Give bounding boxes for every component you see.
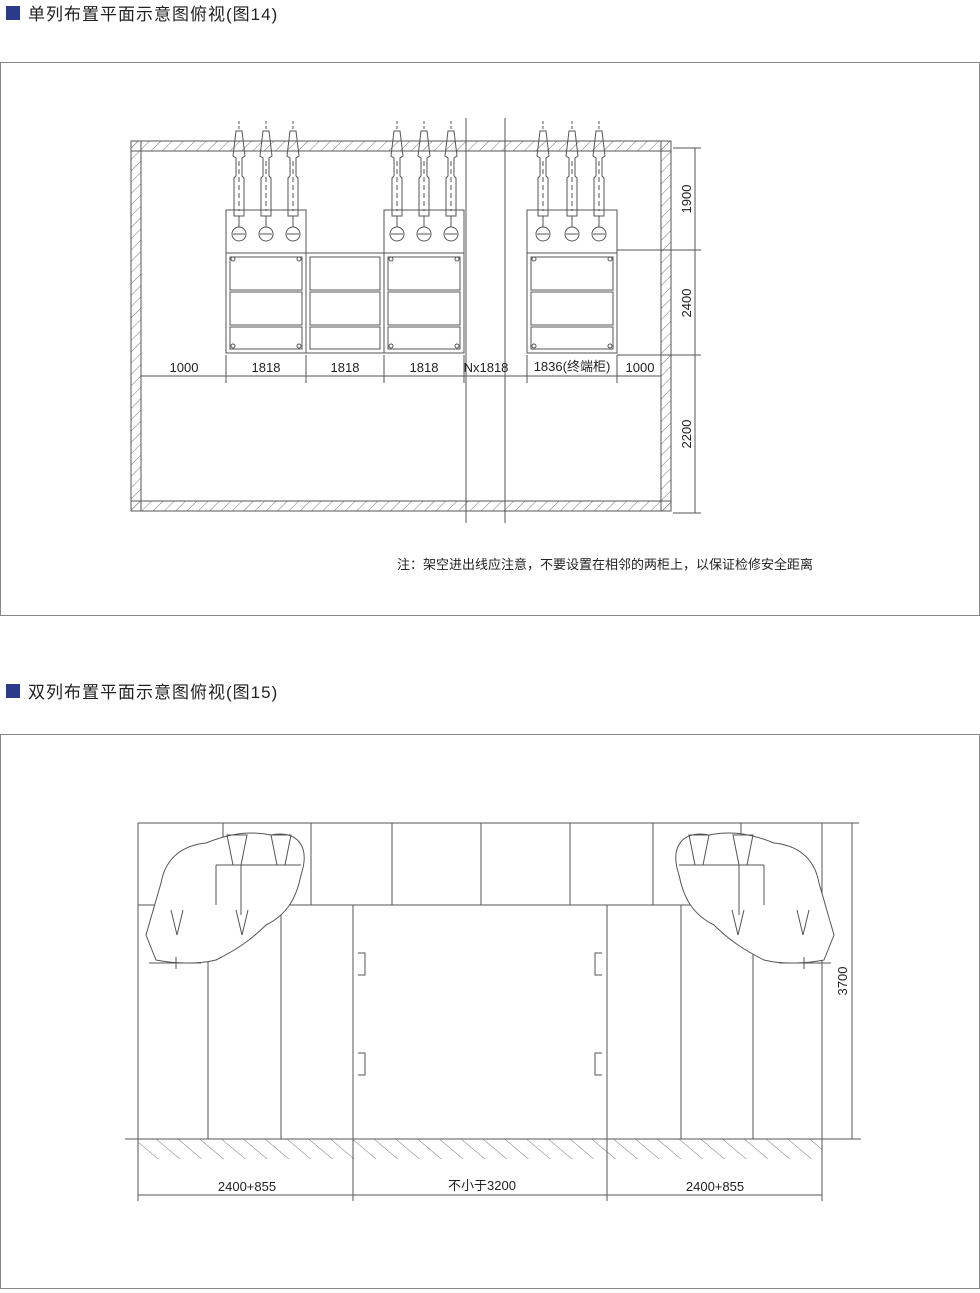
cutaway-left	[145, 832, 305, 969]
dim-h-2: 1818	[252, 360, 281, 375]
single-row-layout-panel: 1000 1818 1818 1818 Nx1818 1836(终端柜) 100…	[0, 0, 980, 616]
cabinet-row	[225, 209, 618, 354]
section1-title: 单列布置平面示意图俯视(图14)	[6, 0, 278, 25]
horizontal-dimensions	[141, 355, 661, 383]
dim-h-1: 1000	[170, 360, 199, 375]
horizontal-dimensions-2	[137, 1139, 823, 1201]
dim-h-6: 1836(终端柜)	[534, 359, 611, 374]
cutaway-right	[675, 832, 835, 969]
dim-h-3: 1818	[331, 360, 360, 375]
section1-title-text: 单列布置平面示意图俯视(图14)	[28, 5, 279, 24]
floor	[125, 1138, 861, 1159]
dim-v-height: 3700	[835, 967, 850, 996]
section2-title: 双列布置平面示意图俯视(图15)	[6, 678, 278, 703]
title-marker-icon	[6, 683, 20, 698]
safety-note: 注：架空进出线应注意，不要设置在相邻的两柜上，以保证检修安全距离	[397, 557, 813, 572]
dim-h-middle: 不小于3200	[448, 1178, 516, 1193]
vertical-dimensions	[617, 147, 701, 514]
dim-v-2: 2400	[679, 289, 694, 318]
room-walls	[130, 140, 672, 512]
section2-title-text: 双列布置平面示意图俯视(图15)	[28, 683, 279, 702]
single-row-layout-diagram: 1000 1818 1818 1818 Nx1818 1836(终端柜) 100…	[0, 0, 813, 572]
dim-h-5: Nx1818	[464, 360, 509, 375]
dim-v-1: 1900	[679, 185, 694, 214]
double-row-layout-diagram: 3700 2400+855 不小于3200 2400+855	[125, 822, 861, 1201]
vertical-dimension	[822, 822, 859, 1139]
dim-h-left: 2400+855	[218, 1179, 276, 1194]
dim-h-7: 1000	[626, 360, 655, 375]
double-row-layout-panel: 3700 2400+855 不小于3200 2400+855	[0, 734, 980, 1289]
title-marker-icon	[6, 5, 20, 20]
dim-h-4: 1818	[410, 360, 439, 375]
dim-h-right: 2400+855	[686, 1179, 744, 1194]
dim-v-3: 2200	[679, 420, 694, 449]
